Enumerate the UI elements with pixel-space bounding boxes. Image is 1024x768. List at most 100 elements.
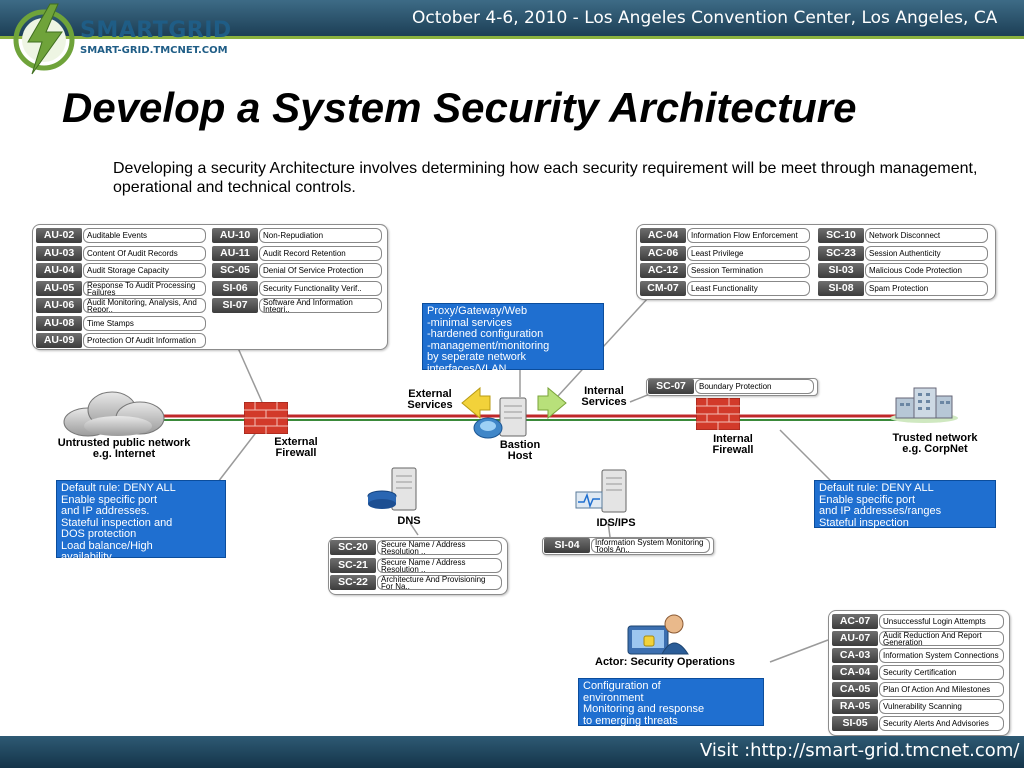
internal-firewall-icon (696, 398, 740, 430)
control-label: Audit Reduction And Report Generation (879, 631, 1004, 646)
control-code: SC-05 (212, 263, 258, 278)
control-code: AU-06 (36, 298, 82, 313)
logo-url: SMART-GRID.TMCNET.COM (80, 45, 228, 56)
dns-server-icon (367, 467, 417, 511)
header-accent-line (0, 36, 1024, 39)
control-code: CA-05 (832, 682, 878, 697)
lightning-globe-icon (13, 3, 75, 75)
control-code: SI-03 (818, 263, 864, 278)
ids-ips-label: IDS/IPS (596, 517, 636, 529)
footer-url: Visit :http://smart-grid.tmcnet.com/ (700, 740, 1020, 761)
control-code: AU-11 (212, 246, 258, 261)
footer-bar (0, 736, 1024, 768)
control-label: Least Functionality (687, 281, 810, 296)
logo-wordmark: SMARTGRID (80, 18, 232, 43)
outbound-arrow-icon (537, 386, 567, 420)
header-bar (0, 0, 1024, 36)
control-label: Audit Record Retention (259, 246, 382, 261)
security-operator-icon (627, 614, 689, 655)
control-code: RA-05 (832, 699, 878, 714)
control-label: Non-Repudiation (259, 228, 382, 243)
control-code: CA-03 (832, 648, 878, 663)
control-code: AU-08 (36, 316, 82, 331)
dns-label: DNS (397, 515, 421, 527)
control-label: Software And Information Integri.. (259, 298, 382, 313)
control-code: SI-04 (544, 538, 590, 553)
proxy-gateway-note: Proxy/Gateway/Web-minimal services-harde… (422, 303, 604, 374)
control-label: Least Privilege (687, 246, 810, 261)
control-code: SC-22 (330, 575, 376, 590)
control-code: AU-07 (832, 631, 878, 646)
control-code: SI-06 (212, 281, 258, 296)
control-code: AC-12 (640, 263, 686, 278)
ids-ips-icon (575, 469, 627, 513)
control-label: Information System Connections (879, 648, 1004, 663)
control-label: Audit Monitoring, Analysis, And Repor.. (83, 298, 206, 313)
control-label: Secure Name / Address Resolution .. (377, 540, 502, 555)
event-date-venue: October 4-6, 2010 - Los Angeles Conventi… (412, 8, 998, 28)
control-code: AC-07 (832, 614, 878, 629)
control-label: Boundary Protection (695, 379, 814, 394)
control-code: SI-08 (818, 281, 864, 296)
control-label: Response To Audit Processing Failures (83, 281, 206, 296)
control-label: Session Authenticity (865, 246, 988, 261)
control-label: Security Functionality Verif.. (259, 281, 382, 296)
corporate-buildings-icon (890, 387, 958, 423)
control-code: SI-07 (212, 298, 258, 313)
control-label: Session Termination (687, 263, 810, 278)
control-label: Audit Storage Capacity (83, 263, 206, 278)
control-label: Content Of Audit Records (83, 246, 206, 261)
control-label: Protection Of Audit Information (83, 333, 206, 348)
control-code: AU-02 (36, 228, 82, 243)
control-label: Architecture And Provisioning For Na.. (377, 575, 502, 590)
control-label: Secure Name / Address Resolution .. (377, 558, 502, 573)
control-label: Information Flow Enforcement (687, 228, 810, 243)
actor-label: Actor: Security Operations (595, 656, 735, 668)
control-code: AU-05 (36, 281, 82, 296)
control-code: SC-21 (330, 558, 376, 573)
external-firewall-icon (244, 402, 288, 434)
control-code: CM-07 (640, 281, 686, 296)
control-label: Vulnerability Scanning (879, 699, 1004, 714)
control-code: AC-06 (640, 246, 686, 261)
control-code: SI-05 (832, 716, 878, 731)
control-code: AC-04 (640, 228, 686, 243)
control-label: Spam Protection (865, 281, 988, 296)
intro-text: Developing a security Architecture invol… (113, 160, 978, 196)
control-code: SC-20 (330, 540, 376, 555)
control-label: Malicious Code Protection (865, 263, 988, 278)
page-title: Develop a System Security Architecture (62, 84, 857, 131)
control-code: CA-04 (832, 665, 878, 680)
control-label: Auditable Events (83, 228, 206, 243)
